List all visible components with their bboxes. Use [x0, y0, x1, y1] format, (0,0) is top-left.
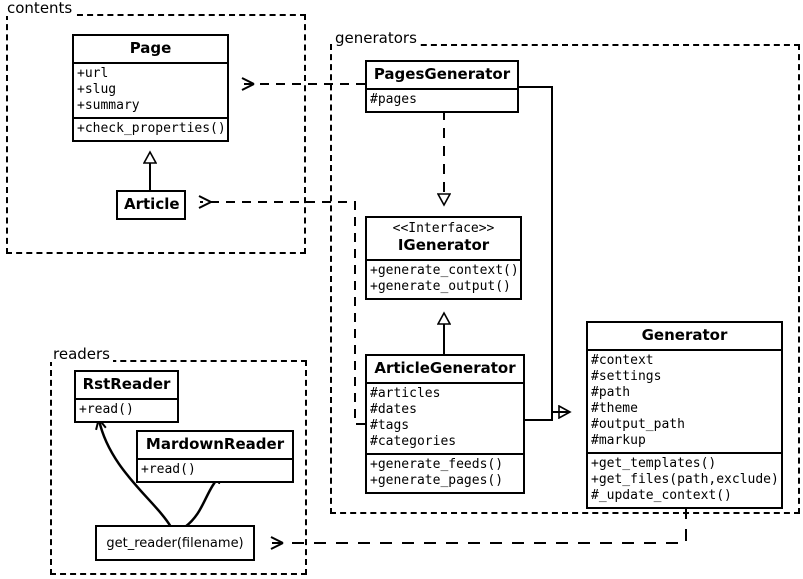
- class-generator-attribute: #theme: [591, 401, 638, 416]
- class-article-generator-attributes: #articles #dates #tags #categories: [367, 382, 523, 453]
- class-page-methods: +check_properties(): [74, 117, 227, 140]
- class-igenerator-method: +generate_context(): [370, 263, 519, 278]
- class-generator-attribute: #output_path: [591, 417, 685, 432]
- class-article-generator[interactable]: ArticleGenerator #articles #dates #tags …: [365, 354, 525, 494]
- class-article-generator-attribute: #dates: [370, 402, 417, 417]
- package-readers: [50, 360, 307, 575]
- class-article-generator-attribute: #categories: [370, 434, 457, 449]
- class-generator-attribute: #markup: [591, 433, 646, 448]
- class-generator-attribute: #context: [591, 353, 654, 368]
- class-generator-method: +get_templates(): [591, 456, 717, 471]
- class-page-attribute: +summary: [77, 98, 140, 113]
- class-article-title: Article: [124, 195, 180, 213]
- class-mardown-reader-title: MardownReader: [145, 435, 285, 453]
- class-igenerator-method: +generate_output(): [370, 279, 511, 294]
- class-rst-reader-methods: +read(): [76, 398, 177, 421]
- class-article-generator-title: ArticleGenerator: [374, 359, 516, 377]
- class-generator-title: Generator: [641, 326, 728, 344]
- package-contents-label: contents: [4, 0, 76, 16]
- class-page-title: Page: [129, 39, 172, 57]
- class-mardown-reader-method: +read(): [141, 462, 196, 477]
- class-igenerator-stereotype: <<Interface>>: [392, 221, 495, 236]
- class-pages-generator-attributes: #pages: [367, 88, 517, 111]
- class-generator[interactable]: Generator #context #settings #path #them…: [586, 321, 783, 509]
- class-igenerator-methods: +generate_context() +generate_output(): [367, 259, 520, 298]
- class-article-generator-methods: +generate_feeds() +generate_pages(): [367, 453, 523, 492]
- class-generator-attributes: #context #settings #path #theme #output_…: [588, 349, 781, 452]
- function-get-reader[interactable]: get_reader(filename): [95, 525, 255, 561]
- class-pages-generator-attribute: #pages: [370, 92, 417, 107]
- class-page-attribute: +url: [77, 66, 109, 81]
- class-rst-reader-method: +read(): [79, 402, 134, 417]
- class-generator-method: #_update_context(): [591, 488, 732, 503]
- class-article[interactable]: Article: [116, 190, 186, 220]
- package-readers-label: readers: [50, 346, 113, 362]
- class-article-generator-attribute: #tags: [370, 418, 410, 433]
- class-rst-reader[interactable]: RstReader +read(): [74, 370, 179, 423]
- package-contents: [6, 14, 306, 254]
- class-page-attributes: +url +slug +summary: [74, 62, 227, 117]
- class-pages-generator[interactable]: PagesGenerator #pages: [365, 60, 519, 113]
- class-pages-generator-title: PagesGenerator: [373, 65, 511, 83]
- class-page-method: +check_properties(): [77, 121, 226, 136]
- class-page-attribute: +slug: [77, 82, 117, 97]
- class-igenerator-title: IGenerator: [397, 236, 490, 254]
- class-mardown-reader[interactable]: MardownReader +read(): [136, 430, 294, 483]
- class-rst-reader-title: RstReader: [82, 375, 171, 393]
- class-article-generator-attribute: #articles: [370, 386, 441, 401]
- class-article-generator-method: +generate_feeds(): [370, 457, 504, 472]
- class-generator-method: +get_files(path,exclude): [591, 472, 779, 487]
- class-igenerator[interactable]: <<Interface>> IGenerator +generate_conte…: [365, 216, 522, 300]
- class-generator-attribute: #path: [591, 385, 631, 400]
- class-mardown-reader-methods: +read(): [138, 458, 292, 481]
- function-get-reader-label: get_reader(filename): [106, 535, 244, 551]
- class-generator-attribute: #settings: [591, 369, 662, 384]
- class-page[interactable]: Page +url +slug +summary +check_properti…: [72, 34, 229, 142]
- package-generators-label: generators: [332, 30, 420, 46]
- class-generator-methods: +get_templates() +get_files(path,exclude…: [588, 452, 781, 507]
- class-article-generator-method: +generate_pages(): [370, 473, 504, 488]
